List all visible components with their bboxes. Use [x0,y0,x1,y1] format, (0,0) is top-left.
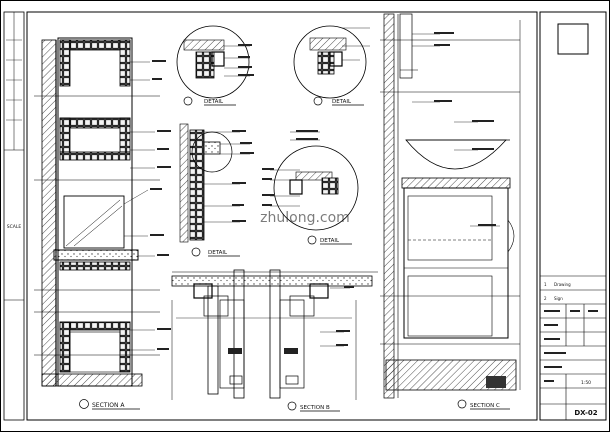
detail-1-caption: DETAIL [204,99,224,105]
section-c-view: SECTION C [380,13,521,410]
logo-box [557,23,589,55]
detail-4-caption: DETAIL [320,238,340,244]
section-b-caption: SECTION B [300,405,330,411]
watermark-text: zhulong.com [260,210,350,226]
title-block: 1 Drawing 2 Sign 1:50 DX-02 [539,11,607,421]
title-row-2-label: Sign [554,296,563,301]
detail-1-view: DETAIL [176,25,254,106]
detail-2-caption: DETAIL [332,99,352,105]
title-row-2-code: 2 [544,296,547,301]
section-b-view: SECTION B [171,269,378,412]
section-c-caption: SECTION C [470,403,500,409]
drawing-number: DX-02 [574,409,597,417]
detail-2-view: DETAIL [293,25,370,106]
left-strip-label: SCALE [7,224,22,230]
drawing-frame [26,11,538,421]
detail-3-view: DETAIL [179,123,254,257]
detail-4-view: DETAIL [262,130,359,245]
title-row-1-code: 1 [544,282,547,287]
title-row-1-label: Drawing [554,282,571,287]
left-binding-strip: SCALE [3,11,25,421]
scale-value: 1:50 [581,380,591,386]
section-a-view: SECTION A [34,37,171,410]
wall-hatch [41,39,57,387]
section-a-caption: SECTION A [92,402,125,409]
detail-3-caption: DETAIL [208,250,228,256]
